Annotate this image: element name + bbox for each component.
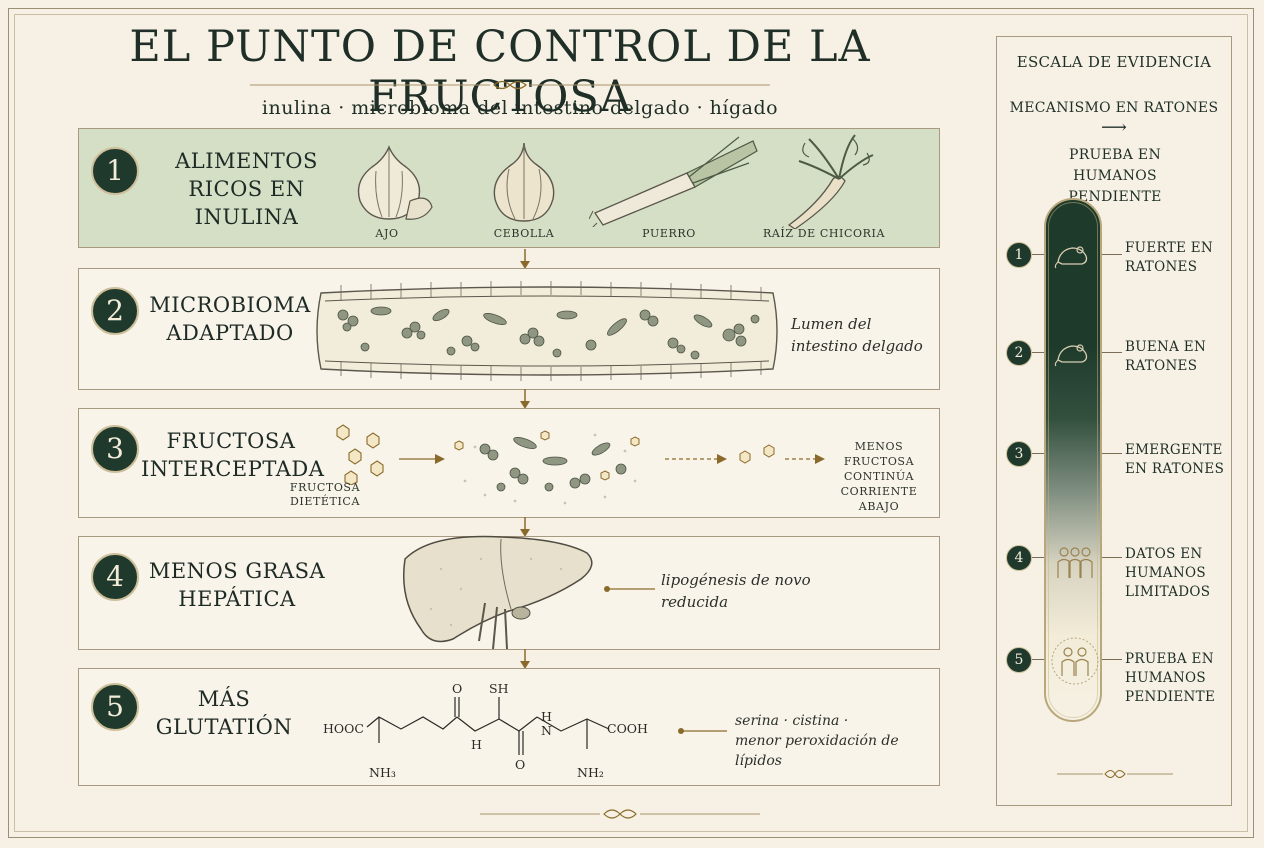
- step-3-title: FRUCTOSA INTERCEPTADA: [141, 429, 325, 481]
- level-3-number: 3: [1006, 441, 1032, 467]
- garlic-icon: [357, 145, 433, 220]
- people-icon: [1051, 637, 1099, 685]
- level-2-number: 2: [1006, 340, 1032, 366]
- level-5-tick: [1032, 659, 1044, 660]
- output-label: MENOS FRUCTOSA CONTINÚA CORRIENTE ABAJO: [840, 440, 918, 513]
- atom-nh3: NH₃: [369, 765, 396, 780]
- intestine-lumen-illustration: [316, 281, 778, 381]
- level-5-number: 5: [1006, 647, 1032, 673]
- level-4-number: 4: [1006, 545, 1032, 571]
- atom-n2: N: [541, 723, 552, 738]
- bacteria-cluster-illustration: [454, 430, 640, 505]
- lumen-note: Lumen del intestino delgado: [791, 315, 923, 355]
- subtitle: inulina · microbioma del intestino delga…: [261, 97, 779, 119]
- atom-cooh: COOH: [607, 721, 648, 736]
- dashed-arrow-icon: [665, 454, 727, 464]
- level-2-label: BUENA EN RATONES: [1125, 339, 1207, 374]
- food-label-leek: PUERRO: [642, 227, 696, 240]
- step-2-panel: 2 MICROBIOMA ADAPTADO Lumen del intestin…: [78, 268, 940, 390]
- liver-illustration: [402, 535, 593, 650]
- food-label-garlic: AJO: [375, 227, 399, 240]
- sidebar-ornament: [1057, 770, 1173, 778]
- level-5-tick-right: [1102, 659, 1122, 660]
- glutathione-note: serina · cistina · menor peroxidación de…: [735, 711, 935, 771]
- level-1-tick: [1032, 254, 1044, 255]
- step-1-number: 1: [91, 147, 139, 195]
- glutathione-labels: HOOC NH₃ O H SH O H N COOH NH₂: [323, 673, 683, 783]
- step-2-number: 2: [91, 287, 139, 335]
- people-icon: [1057, 547, 1093, 578]
- arrow-right-icon: [399, 454, 445, 464]
- atom-o2: O: [515, 757, 526, 772]
- food-label-onion: CEBOLLA: [493, 227, 555, 240]
- title-ornament: [250, 80, 770, 90]
- outer-frame: [8, 8, 1254, 838]
- atom-nh2: NH₂: [577, 765, 604, 780]
- food-label-chicory: RAÍZ DE CHICORIA: [762, 227, 886, 240]
- level-3-tick-right: [1102, 453, 1122, 454]
- fructose-molecules-icon: [336, 424, 384, 485]
- level-4-tick: [1032, 557, 1044, 558]
- input-label: FRUCTOSA DIETÉTICA: [289, 481, 361, 508]
- leek-icon: [589, 136, 758, 227]
- atom-hooc: HOOC: [323, 721, 364, 736]
- step-4-panel: 4 MENOS GRASA HEPÁTICA lipogénesis de no…: [78, 535, 940, 650]
- step-5-title: MÁS GLUTATIÓN: [155, 687, 293, 739]
- level-1-label: FUERTE EN RATONES: [1125, 240, 1214, 275]
- dashed-arrow-icon: [785, 454, 825, 464]
- evidence-sidebar: ESCALA DE EVIDENCIA MECANISMO EN RATONES…: [996, 36, 1232, 806]
- level-1-tick-right: [1102, 254, 1122, 255]
- step-3-number: 3: [91, 425, 139, 473]
- evidence-gradient-bar: [1044, 198, 1102, 722]
- level-2-tick-right: [1102, 352, 1122, 353]
- glutathione-note-line2: menor peroxidación de lípidos: [735, 733, 899, 769]
- pointer-line-icon: [678, 728, 727, 734]
- level-4-tick-right: [1102, 557, 1122, 558]
- remaining-fructose-icon: [739, 444, 775, 464]
- evidence-gradient-bar-inner: [1048, 202, 1098, 718]
- step-2-title: MICROBIOMA ADAPTADO: [149, 293, 311, 345]
- page-title: EL PUNTO DE CONTROL DE LA FRUCTOSA: [129, 22, 871, 122]
- arrow-down-icon: [520, 389, 530, 409]
- liver-note: lipogénesis de novo reducida: [661, 571, 811, 611]
- pointer-line-icon: [604, 586, 655, 592]
- level-4-label: DATOS EN HUMANOS LIMITADOS: [1125, 546, 1211, 600]
- glutathione-note-line1: serina · cistina ·: [735, 713, 849, 729]
- mouse-icon: [1054, 246, 1088, 269]
- level-3-tick: [1032, 453, 1044, 454]
- step-1-panel: 1 ALIMENTOS RICOS EN INULINA AJO CEBOLLA…: [78, 128, 940, 248]
- sidebar-heading: ESCALA DE EVIDENCIA: [1016, 53, 1212, 71]
- level-2-tick: [1032, 352, 1044, 353]
- glutathione-structure: [366, 697, 610, 755]
- sidebar-mechanism: MECANISMO EN RATONES: [1009, 100, 1219, 116]
- atom-sh: SH: [489, 681, 509, 696]
- arrow-down-icon: [520, 517, 530, 537]
- step-5-panel: 5 MÁS GLUTATIÓN HOOC NH₃ O H SH O H N CO…: [78, 668, 940, 786]
- arrow-down-icon: [520, 649, 530, 669]
- step-1-title: ALIMENTOS RICOS EN INULINA: [175, 149, 318, 229]
- level-3-label: EMERGENTE EN RATONES: [1125, 442, 1225, 477]
- atom-h2: H: [541, 709, 552, 724]
- step-5-number: 5: [91, 683, 139, 731]
- sidebar-arrow: ⟶: [1100, 117, 1128, 138]
- atom-o1: O: [452, 681, 463, 696]
- bottom-ornament: [480, 809, 760, 819]
- atom-n1: H: [471, 737, 482, 752]
- step-3-panel: 3 FRUCTOSA INTERCEPTADA FRUCTOSA DIETÉTI…: [78, 408, 940, 518]
- sidebar-pending: PRUEBA EN HUMANOS PENDIENTE: [1068, 147, 1162, 205]
- step-4-title: MENOS GRASA HEPÁTICA: [148, 559, 326, 611]
- arrow-down-icon: [520, 249, 530, 269]
- chicory-root-icon: [787, 134, 874, 229]
- onion-icon: [493, 142, 555, 222]
- mouse-icon: [1054, 344, 1088, 367]
- level-5-label: PRUEBA EN HUMANOS PENDIENTE: [1125, 651, 1216, 705]
- level-1-number: 1: [1006, 242, 1032, 268]
- step-4-number: 4: [91, 553, 139, 601]
- inner-frame: [14, 14, 1248, 832]
